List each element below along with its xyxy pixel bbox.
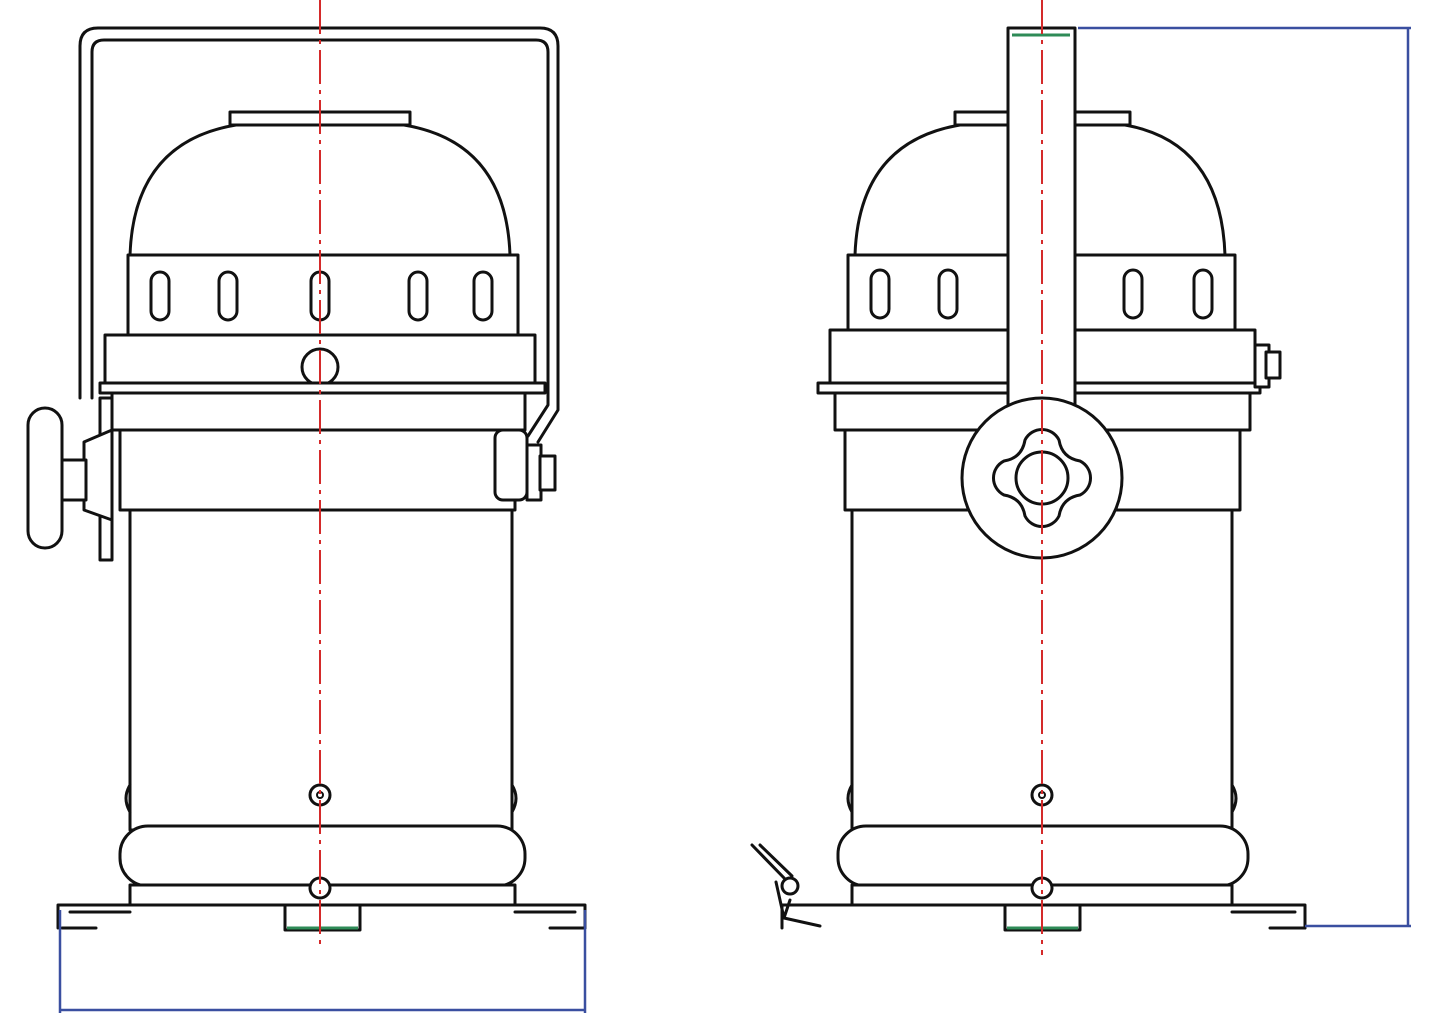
lever-pivot	[780, 876, 800, 896]
handle-flange	[82, 428, 114, 522]
handle-stem	[58, 458, 88, 502]
tilt-lock-handle	[26, 396, 114, 562]
vent-slot	[407, 270, 429, 322]
latch-tab	[1264, 350, 1282, 380]
body-side-bump	[846, 783, 854, 814]
lever-clip	[774, 880, 822, 928]
vent-slot	[149, 270, 171, 322]
handle-knob	[26, 406, 64, 550]
vent-slot	[869, 268, 891, 320]
base-block	[283, 903, 362, 932]
vent-band	[126, 253, 520, 337]
pivot-bracket	[493, 428, 529, 502]
vent-slot	[1192, 268, 1214, 320]
body-side-bump	[1230, 783, 1238, 814]
body-side-bump	[124, 783, 132, 814]
yoke-outer-edge	[78, 26, 560, 444]
right-pivot	[493, 428, 557, 502]
vent-slot	[217, 270, 239, 322]
pivot-nut	[538, 454, 557, 492]
width-dimension	[58, 910, 587, 1013]
height-dimension	[1078, 26, 1411, 928]
front-view	[26, 0, 587, 1013]
vent-slot	[472, 270, 494, 322]
body-side-bump	[510, 783, 518, 814]
lever-arm-edge	[758, 843, 794, 878]
yoke-inner-edge	[90, 38, 550, 438]
vent-slot	[937, 268, 959, 320]
gel-latch	[1253, 343, 1282, 389]
side-view	[750, 0, 1411, 955]
front-yoke	[78, 26, 560, 444]
lever-arm	[750, 843, 788, 882]
vent-slot	[1122, 268, 1144, 320]
upper-band	[110, 391, 527, 432]
safety-lever	[750, 843, 822, 928]
lower-band	[118, 428, 517, 512]
